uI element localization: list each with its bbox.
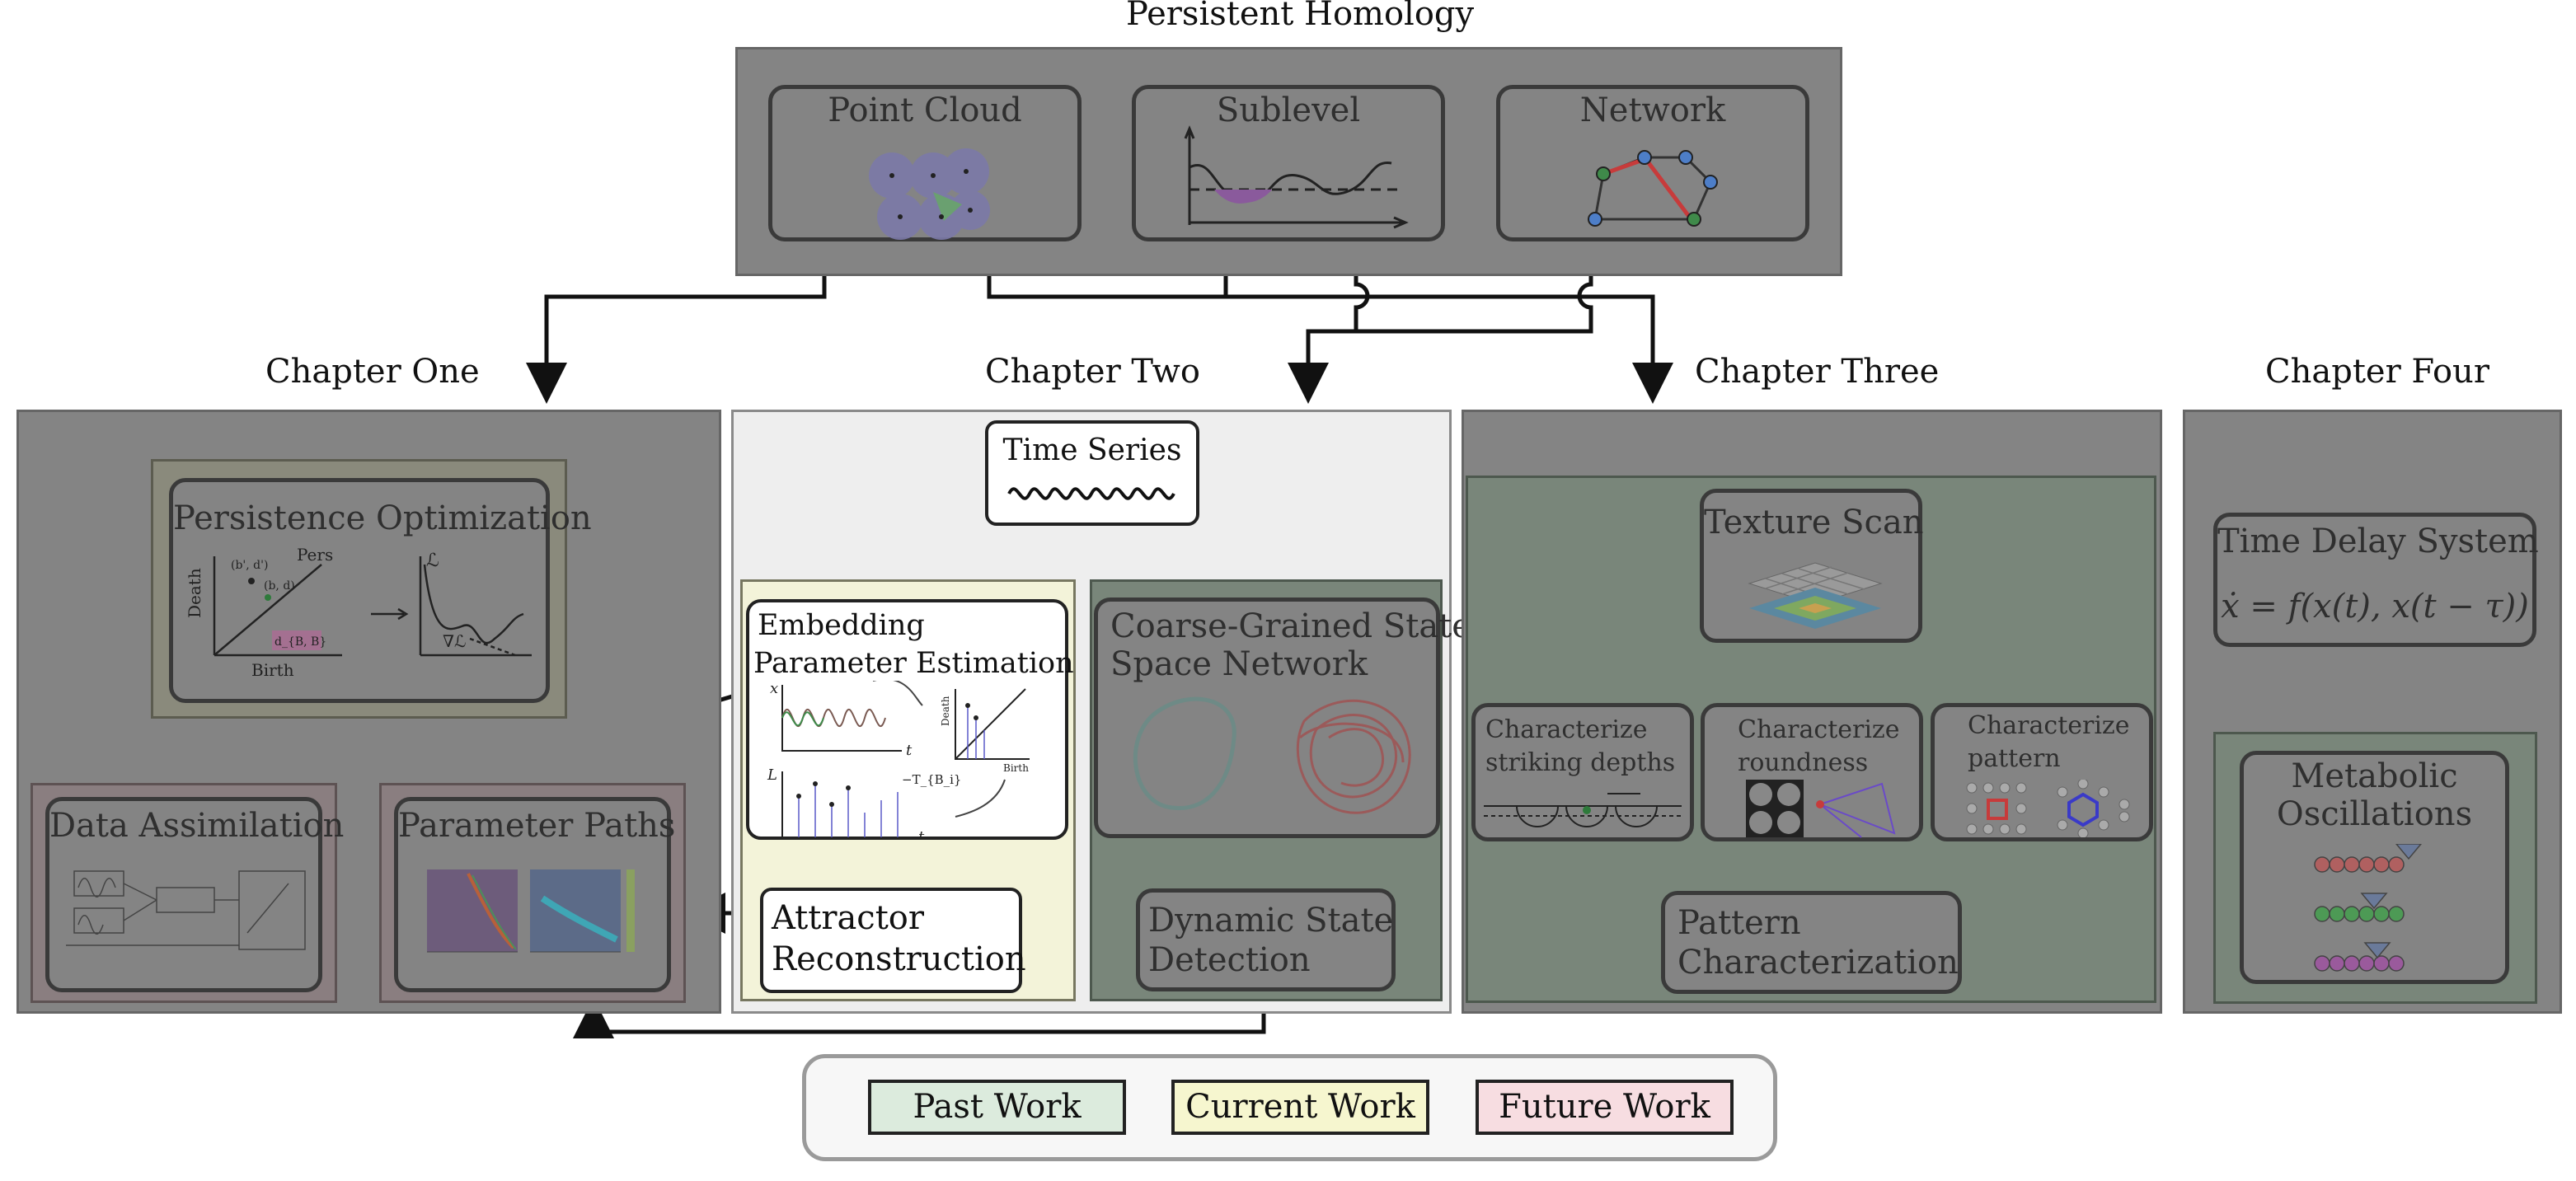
chapter-two-title: Chapter Two: [985, 353, 1200, 391]
embedding-L-label: L: [767, 766, 777, 784]
time-series-box: Time Series: [985, 420, 1199, 526]
embedding-tau-label: −T_{B_i}: [902, 772, 961, 787]
pattern-label-line2: pattern: [1968, 744, 2061, 773]
attractor-label-line2: Reconstruction: [772, 940, 1026, 978]
roundness-label-line1: Characterize: [1738, 715, 1900, 744]
embedding-box: Embedding Parameter Estimation x t L t D…: [746, 599, 1074, 840]
network-icon: [1588, 150, 1718, 227]
metabolic-label-line1: Metabolic: [2291, 757, 2458, 795]
point-cloud-icon: [869, 148, 990, 240]
pattern-box: Characterize pattern: [1931, 703, 2153, 841]
po-death-label: Death: [185, 568, 204, 618]
embedding-t-label: t: [906, 742, 913, 759]
embedding-label-line1: Embedding: [758, 609, 925, 642]
embedding-x-label: x: [770, 681, 778, 697]
roundness-icon: [1746, 780, 1896, 838]
cgss-figure: [1133, 696, 1411, 814]
legend-current-work: Current Work: [1171, 1080, 1429, 1135]
time-series-wave-icon: [1007, 487, 1175, 500]
legend-past-work: Past Work: [868, 1080, 1126, 1135]
embedding-t2-label: t: [918, 828, 925, 837]
arrow-to-chapter-two: [1288, 329, 1356, 404]
striking-depths-label-line2: striking depths: [1485, 748, 1676, 777]
time-delay-label: Time Delay System: [2217, 523, 2539, 560]
parameter-paths-figure: [427, 869, 635, 953]
chapter-one-title: Chapter One: [265, 353, 480, 391]
metabolic-icon: [2314, 844, 2422, 972]
embedding-label-line2: Parameter Estimation: [753, 647, 1074, 680]
persistence-optimization-figure: Death Birth Pers (b', d') (b, d) d_{B, B…: [185, 548, 532, 680]
attractor-box: Attractor Reconstruction: [760, 888, 1026, 993]
pattern-icon: [1966, 780, 2130, 837]
pattern-label-line1: Characterize: [1968, 711, 2130, 740]
roundness-box: Characterize roundness: [1701, 703, 1923, 841]
time-delay-equation: ẋ = f(x(t), x(t − τ)): [2221, 588, 2529, 626]
dynamic-state-label-line1: Dynamic State: [1148, 902, 1394, 940]
parameter-paths-box: Parameter Paths: [394, 797, 676, 992]
persistence-optimization-box: Persistence Optimization Death Birth Per…: [169, 478, 592, 703]
cgss-box: Coarse-Grained State Space Network: [1094, 598, 1471, 838]
cgss-label-line1: Coarse-Grained State: [1110, 607, 1471, 645]
chapter-three-title: Chapter Three: [1695, 353, 1940, 391]
texture-scan-box: Texture Scan: [1700, 489, 1924, 643]
po-loss-label: ℒ: [426, 551, 439, 571]
dynamic-state-label-line2: Detection: [1148, 941, 1311, 979]
sublevel-icon: [1184, 125, 1409, 229]
network-label: Network: [1579, 91, 1726, 129]
po-pers-label: Pers: [297, 548, 333, 565]
network-box: Network: [1496, 85, 1809, 241]
texture-scan-label: Texture Scan: [1704, 504, 1924, 541]
dynamic-state-box: Dynamic State Detection: [1136, 888, 1396, 991]
roundness-label-line2: roundness: [1738, 748, 1869, 777]
po-delta-label: d_{B, B}: [274, 635, 326, 649]
striking-depths-icon: [1484, 793, 1682, 827]
legend-current-work-label: Current Work: [1185, 1088, 1415, 1126]
time-series-label: Time Series: [1002, 434, 1182, 467]
po-bd-prime-label: (b', d'): [231, 559, 268, 572]
striking-depths-box: Characterize striking depths: [1471, 703, 1694, 841]
data-assimilation-label: Data Assimilation: [49, 807, 345, 845]
pattern-characterization-box: Pattern Characterization: [1661, 891, 1962, 994]
data-assimilation-figure: [66, 870, 306, 950]
parameter-paths-label: Parameter Paths: [398, 807, 676, 845]
striking-depths-label-line1: Characterize: [1485, 715, 1648, 744]
metabolic-box: Metabolic Oscillations: [2240, 751, 2509, 984]
po-bd-label: (b, d): [264, 579, 295, 593]
time-delay-box: Time Delay System ẋ = f(x(t), x(t − τ)): [2213, 513, 2539, 647]
line-network-join: [1354, 239, 1593, 334]
po-birth-label: Birth: [251, 660, 294, 680]
legend-future-work: Future Work: [1476, 1080, 1734, 1135]
texture-scan-icon: [1748, 562, 1883, 629]
metabolic-label-line2: Oscillations: [2276, 795, 2473, 833]
point-cloud-label: Point Cloud: [828, 91, 1022, 129]
persistent-homology-title: Persistent Homology: [1126, 0, 1475, 33]
chapter-four-title: Chapter Four: [2265, 353, 2489, 391]
embedding-death-label: Death: [940, 696, 951, 726]
legend-past-work-label: Past Work: [913, 1088, 1082, 1126]
embedding-figure: x t L t Death Birth −T_{B_i}: [767, 681, 1030, 837]
pattern-characterization-label-line1: Pattern: [1677, 904, 1801, 942]
embedding-birth-label: Birth: [1003, 762, 1029, 774]
sublevel-box: Sublevel: [1132, 85, 1445, 241]
persistence-optimization-label: Persistence Optimization: [173, 499, 592, 537]
point-cloud-box: Point Cloud: [768, 85, 1082, 241]
attractor-label-line1: Attractor: [772, 899, 924, 937]
sublevel-label: Sublevel: [1216, 91, 1361, 129]
legend-future-work-label: Future Work: [1499, 1088, 1710, 1126]
po-grad-label: ∇ℒ: [443, 631, 466, 651]
data-assimilation-box: Data Assimilation: [45, 797, 345, 992]
cgss-label-line2: Space Network: [1110, 645, 1368, 683]
pattern-characterization-label-line2: Characterization: [1677, 944, 1959, 982]
